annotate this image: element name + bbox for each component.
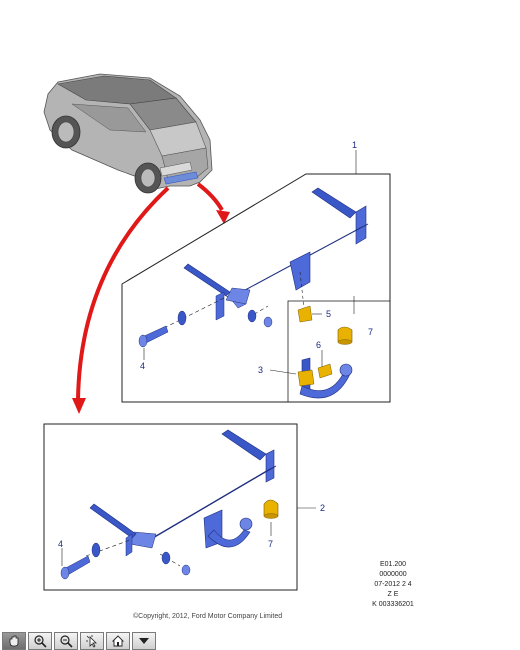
arrow-to-kit-1 bbox=[196, 182, 224, 212]
ref-line-1: E01.200 bbox=[379, 561, 407, 568]
tow-bar-crossbar-bottom bbox=[89, 429, 277, 557]
bolt-part-4-bottom bbox=[60, 555, 91, 580]
select-hotspot-button[interactable] bbox=[80, 632, 104, 650]
callout-2[interactable]: 2 bbox=[320, 503, 326, 513]
washer-bottom-left bbox=[91, 542, 101, 558]
hand-icon bbox=[9, 635, 19, 647]
callout-5[interactable]: 5 bbox=[326, 309, 332, 319]
callout-3[interactable]: 3 bbox=[258, 365, 264, 375]
cap-part-7-top bbox=[337, 326, 353, 345]
kit-3-subframe bbox=[287, 300, 391, 403]
home-button[interactable] bbox=[106, 632, 130, 650]
callout-7-top[interactable]: 7 bbox=[368, 327, 374, 337]
arrow-head-kit-2 bbox=[72, 398, 86, 414]
kit-1-frame bbox=[121, 173, 391, 403]
vehicle-illustration bbox=[43, 73, 213, 194]
home-icon bbox=[111, 635, 125, 647]
callout-1[interactable]: 1 bbox=[352, 140, 358, 150]
triangle-down-icon bbox=[139, 638, 149, 644]
callout-6[interactable]: 6 bbox=[316, 340, 322, 350]
menu-dropdown-button[interactable] bbox=[132, 632, 156, 650]
ref-line-2: 0000000 bbox=[379, 571, 407, 578]
callout-7-bottom[interactable]: 7 bbox=[268, 539, 274, 549]
bolt-part-4-top bbox=[138, 325, 169, 348]
kit-2-frame bbox=[43, 423, 298, 591]
illustration-reference: E01.200 0000000 07-2012 2 4 Z E K 003336… bbox=[356, 560, 430, 610]
copyright-notice: ©Copyright, 2012, Ford Motor Company Lim… bbox=[133, 613, 283, 620]
zoom-in-button[interactable] bbox=[28, 632, 52, 650]
nut-top-right bbox=[263, 316, 273, 328]
zoom-out-icon bbox=[60, 635, 73, 648]
pan-tool-button[interactable] bbox=[2, 632, 26, 650]
arrow-head-kit-1 bbox=[216, 210, 230, 224]
bracket-part-5 bbox=[297, 305, 322, 323]
tow-bar-crossbar-top bbox=[183, 187, 369, 321]
viewer-toolbar bbox=[2, 632, 156, 650]
arrow-to-kit-2 bbox=[76, 186, 170, 401]
ref-line-5: K 003336201 bbox=[372, 601, 414, 608]
ref-line-3: 07-2012 2 4 bbox=[374, 581, 412, 588]
ball-neck-part-3 bbox=[297, 357, 353, 399]
nut-bottom-right bbox=[181, 564, 191, 576]
washer-top-right-1 bbox=[247, 309, 257, 323]
red-direction-arrows bbox=[76, 182, 224, 401]
cap-part-7-bottom bbox=[263, 499, 279, 519]
callout-4-top[interactable]: 4 bbox=[140, 361, 146, 371]
ref-line-4: Z E bbox=[387, 591, 399, 598]
cursor-icon bbox=[86, 635, 97, 648]
callout-4-bottom[interactable]: 4 bbox=[58, 539, 64, 549]
zoom-out-button[interactable] bbox=[54, 632, 78, 650]
lock-part-6 bbox=[317, 350, 333, 379]
washer-bottom-right bbox=[161, 551, 171, 565]
zoom-in-icon bbox=[34, 635, 47, 648]
washer-top-left bbox=[177, 310, 187, 326]
